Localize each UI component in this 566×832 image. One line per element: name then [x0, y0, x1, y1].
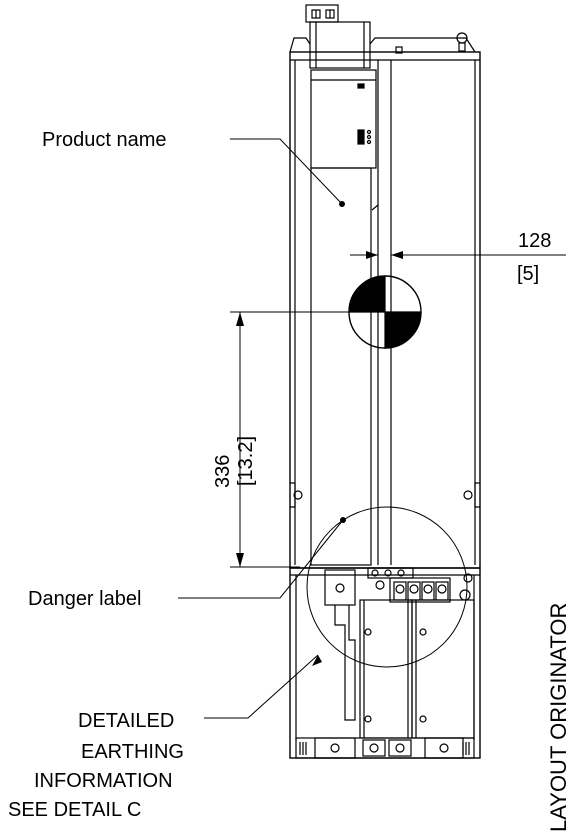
product-name-label: Product name	[42, 129, 167, 151]
width-dimension-in: [5]	[517, 263, 540, 285]
danger-label-leader	[178, 519, 344, 599]
detail-c-circle	[306, 506, 468, 668]
danger-label-label: Danger label	[28, 588, 142, 610]
height-dimension	[230, 311, 385, 568]
keyhole-icon	[395, 32, 468, 54]
width-dimension	[350, 251, 566, 259]
top-connector	[289, 4, 476, 69]
height-dimension-mm: 336	[212, 454, 234, 488]
earthing-note-line3: INFORMATION	[34, 770, 173, 792]
width-dimension-mm: 128	[518, 230, 552, 252]
earthing-note-line4: SEE DETAIL C	[8, 799, 142, 821]
product-name-leader	[230, 138, 343, 205]
earthing-note-line1: DETAILED	[78, 710, 175, 732]
terminal-section	[289, 567, 481, 759]
edge-text: LAYOUT ORIGINATOR	[546, 602, 566, 832]
center-of-gravity-icon	[348, 275, 422, 349]
height-dimension-in: [13.2]	[235, 435, 257, 486]
earthing-note-line2: EARTHING	[81, 741, 184, 763]
screw-boss	[290, 482, 480, 508]
earthing-leader	[204, 654, 319, 719]
